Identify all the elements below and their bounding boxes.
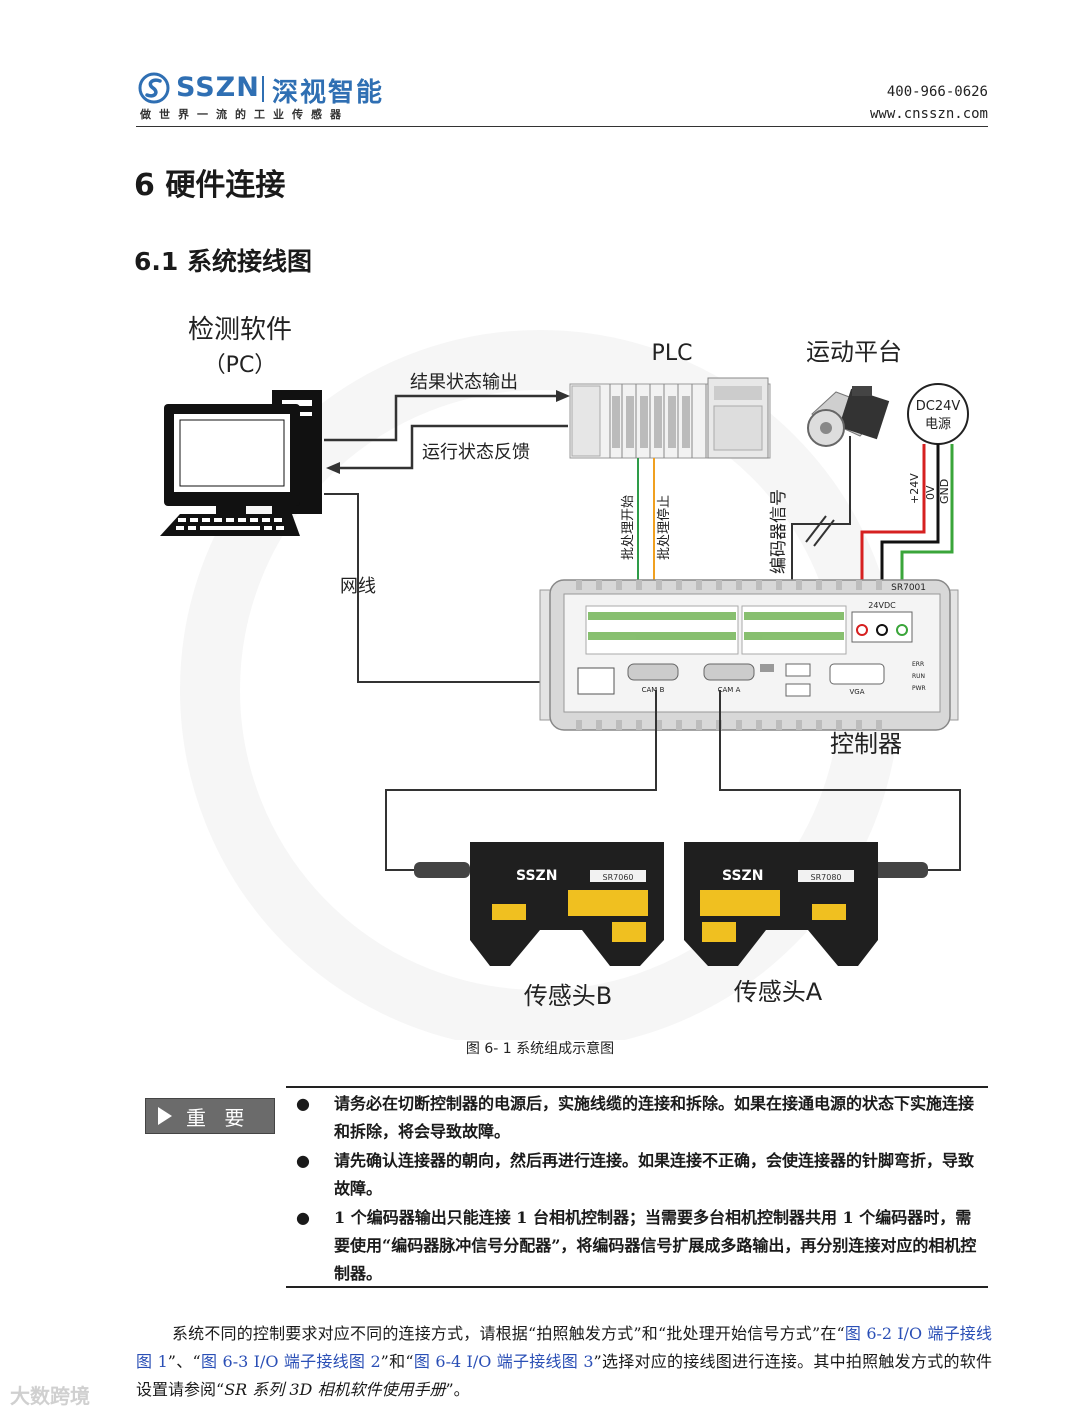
- chapter-heading: 6 硬件连接: [134, 168, 286, 203]
- network-cable: [324, 493, 576, 683]
- para-text: 系统不同的控制要求对应不同的连接方式，请根据“拍照触发方式”和“批处理开始信号方…: [172, 1324, 845, 1343]
- sensor-a-model: SR7080: [811, 873, 842, 882]
- logo-chinese-name: 深视智能: [272, 78, 385, 108]
- website-url: www.cnsszn.com: [869, 106, 988, 122]
- logo-text: SSZN: [176, 72, 260, 103]
- sensor-b-model: SR7060: [603, 873, 634, 882]
- result-output-arrow: [324, 394, 560, 442]
- result-output-label: 结果状态输出: [410, 372, 518, 393]
- cam-a-cable: [719, 690, 961, 871]
- network-cable-label: 网线: [340, 576, 376, 597]
- system-wiring-diagram: 检测软件 （PC） 结果状态输出 运行状态反馈 PLC: [160, 315, 969, 1040]
- power-label-1: DC24V: [916, 399, 961, 414]
- sszn-logo-icon: [138, 72, 170, 104]
- sensor-a-label: 传感头A: [734, 978, 823, 1006]
- important-top-rule: [286, 1086, 988, 1088]
- cam-a-port: [703, 663, 755, 681]
- para-text: ”、“: [167, 1352, 201, 1371]
- label-gnd: GND: [938, 479, 951, 504]
- controller-device-icon: [539, 579, 959, 731]
- important-item-text: 1 个编码器输出只能连接 1 台相机控制器；当需要多台相机控制器共用 1 个编码…: [334, 1208, 977, 1283]
- power-supply-icon: [907, 383, 969, 445]
- logo-divider: [262, 76, 264, 102]
- link-figure-6-2[interactable]: 图 6-2 I/O 端子接线图 1: [136, 1324, 992, 1371]
- pc-computer-icon: [160, 390, 322, 536]
- important-item: ● 请务必在切断控制器的电源后，实施线缆的连接和拆除。如果在接通电源的状态下实施…: [296, 1090, 986, 1146]
- important-item-text: 请务必在切断控制器的电源后，实施线缆的连接和拆除。如果在接通电源的状态下实施连接…: [334, 1094, 975, 1141]
- important-item: ● 请先确认连接器的朝向，然后再进行连接。如果连接不正确，会使连接器的针脚弯折，…: [296, 1147, 986, 1203]
- encoder-signal-label: 编码器信号: [769, 489, 789, 574]
- important-bottom-rule: [286, 1286, 988, 1288]
- sensor-b-brand: SSZN: [516, 868, 557, 884]
- important-item: ● 1 个编码器输出只能连接 1 台相机控制器；当需要多台相机控制器共用 1 个…: [296, 1204, 986, 1288]
- cam-b-cable: [385, 690, 657, 871]
- pc-subtitle: （PC）: [204, 353, 277, 378]
- link-figure-6-4[interactable]: 图 6-4 I/O 端子接线图 3: [413, 1352, 594, 1371]
- important-badge: 重 要: [145, 1098, 275, 1134]
- play-triangle-icon: [158, 1107, 172, 1125]
- servo-motor-icon: [807, 386, 890, 447]
- power-label-2: 电源: [925, 417, 951, 432]
- pwr-label: PWR: [912, 685, 926, 692]
- pc-title: 检测软件: [188, 315, 292, 345]
- cam-b-port: [627, 663, 679, 681]
- header-rule: [136, 126, 988, 127]
- plc-device-icon: [569, 377, 771, 459]
- section-heading: 6.1 系统接线图: [134, 247, 312, 276]
- cam-b-label: CAM B: [642, 686, 665, 694]
- batch-stop-label: 批处理停止: [656, 495, 672, 560]
- para-text: ”。: [445, 1380, 470, 1399]
- corner-watermark: 大数跨境: [10, 1384, 90, 1408]
- para-text: ”选择对应的接线图进行连接。其中拍照触发方式的软件设置请参阅“: [136, 1352, 992, 1399]
- body-paragraph: 系统不同的控制要求对应不同的连接方式，请根据“拍照触发方式”和“批处理开始信号方…: [136, 1320, 992, 1404]
- sensor-head-a-icon: [684, 842, 928, 966]
- vga-label: VGA: [849, 688, 864, 696]
- plc-label: PLC: [652, 341, 693, 366]
- label-0v: 0V: [924, 485, 937, 500]
- status-feedback-label: 运行状态反馈: [422, 442, 530, 463]
- sensor-a-brand: SSZN: [722, 868, 763, 884]
- sensor-head-b-icon: [414, 842, 664, 966]
- bullet-icon: ●: [296, 1151, 310, 1170]
- vdc-label: 24VDC: [868, 601, 896, 610]
- vga-port: [829, 663, 885, 685]
- label-24v: +24V: [908, 473, 921, 504]
- bullet-icon: ●: [296, 1094, 310, 1113]
- important-item-text: 请先确认连接器的朝向，然后再进行连接。如果连接不正确，会使连接器的针脚弯折，导致…: [334, 1151, 975, 1198]
- err-label: ERR: [912, 661, 924, 668]
- controller-label: 控制器: [830, 730, 902, 758]
- manual-reference: SR 系列 3D 相机软件使用手册: [224, 1380, 446, 1399]
- status-feedback-arrow: [336, 424, 568, 470]
- para-text: ”和“: [380, 1352, 414, 1371]
- run-label: RUN: [912, 673, 925, 680]
- figure-caption: 图 6- 1 系统组成示意图: [465, 1041, 615, 1057]
- batch-start-label: 批处理开始: [621, 495, 636, 560]
- important-badge-label: 重 要: [186, 1105, 251, 1130]
- link-figure-6-3[interactable]: 图 6-3 I/O 端子接线图 2: [200, 1352, 381, 1371]
- controller-model: SR7001: [891, 583, 926, 593]
- ethernet-port: [577, 667, 615, 695]
- motion-platform-label: 运动平台: [806, 338, 902, 366]
- slogan: 做世界一流的工业传感器: [140, 108, 349, 121]
- phone-number: 400-966-0626: [886, 84, 988, 100]
- cam-a-label: CAM A: [718, 686, 741, 694]
- sensor-b-label: 传感头B: [524, 982, 612, 1010]
- bullet-icon: ●: [296, 1208, 310, 1227]
